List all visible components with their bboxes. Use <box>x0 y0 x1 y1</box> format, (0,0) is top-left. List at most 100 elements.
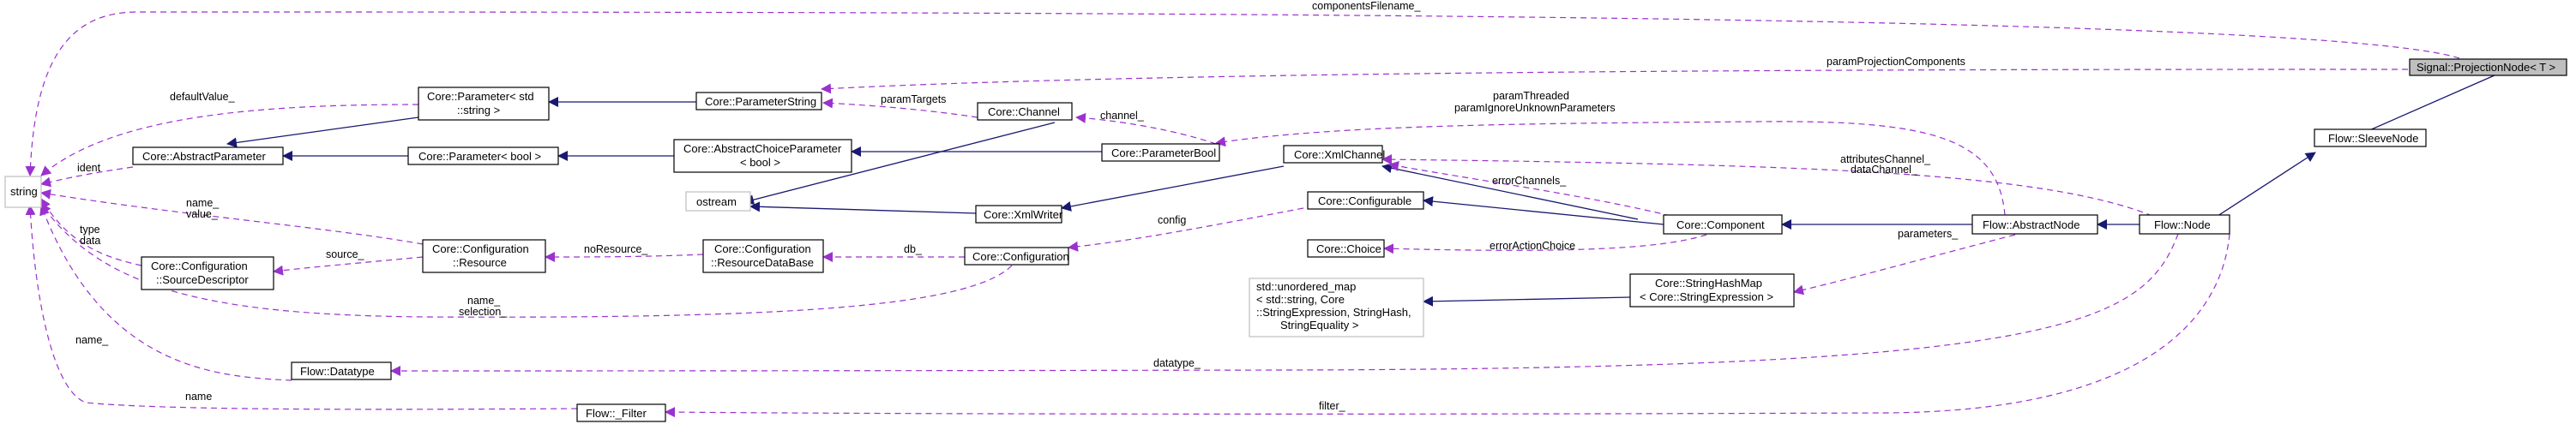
svg-text:::string >: ::string > <box>457 104 500 116</box>
node-string-hash-map[interactable]: Core::StringHashMap < Core::StringExpres… <box>1629 273 1795 308</box>
node-flow-node[interactable]: Flow::Node <box>2139 214 2230 235</box>
label-name-3: name_ <box>75 334 109 346</box>
label-errorchannels: errorChannels_ <box>1492 175 1567 187</box>
svg-text:Signal::ProjectionNode< T >: Signal::ProjectionNode< T > <box>2417 61 2555 74</box>
node-sleeve-node[interactable]: Flow::SleeveNode <box>2314 128 2427 147</box>
label-erroractionchoice: errorActionChoice <box>1490 240 1575 252</box>
edge-labels: componentsFilename_ paramProjectionCompo… <box>75 0 1965 412</box>
node-datatype[interactable]: Flow::Datatype <box>291 361 392 380</box>
svg-text:Core::Configuration: Core::Configuration <box>972 250 1069 263</box>
node-filter[interactable]: Flow::_Filter <box>576 403 666 422</box>
edge-defaultvalue <box>40 104 419 176</box>
svg-text:Flow::AbstractNode: Flow::AbstractNode <box>1983 218 2079 231</box>
edge-component-to-xmlchannel <box>1381 163 1639 220</box>
svg-text:Core::Configuration: Core::Configuration <box>714 242 811 255</box>
node-parameter-std-string[interactable]: Core::Parameter< std ::string > <box>418 87 550 121</box>
svg-text:Core::Channel: Core::Channel <box>988 105 1060 118</box>
edge-parameters <box>1793 234 2016 296</box>
node-abstract-parameter[interactable]: Core::AbstractParameter <box>132 146 284 165</box>
label-db: db_ <box>904 243 923 255</box>
edge-xmlwriter-to-ostream <box>749 201 977 214</box>
edge-name-value <box>40 188 424 245</box>
edge-paramthreaded <box>1215 121 2006 216</box>
node-parameter-bool-template[interactable]: Core::Parameter< bool > <box>407 146 559 165</box>
node-parameter-bool[interactable]: Core::ParameterBool <box>1101 143 1220 162</box>
label-parameters: parameters_ <box>1898 228 1959 240</box>
edge-xmlchannel-to-xmlwriter <box>1061 165 1285 212</box>
label-type: type <box>80 224 100 236</box>
label-datatype: datatype_ <box>1153 357 1201 369</box>
svg-text:::SourceDescriptor: ::SourceDescriptor <box>156 273 249 286</box>
edge-filter <box>665 233 2230 418</box>
node-configuration[interactable]: Core::Configuration <box>964 247 1069 266</box>
label-ident: ident <box>77 162 101 174</box>
edge-channel-to-ostream <box>743 122 1056 206</box>
usage-edges <box>25 11 2460 418</box>
svg-text:::StringExpression, StringHash: ::StringExpression, StringHash, <box>1256 306 1411 319</box>
node-ostream[interactable]: ostream <box>685 191 751 212</box>
edge-name-datatype <box>39 205 292 381</box>
edge-name-filter <box>25 205 578 410</box>
edge-noresource <box>545 251 704 262</box>
edge-sleeve-to-projection <box>2353 71 2503 139</box>
label-value-1: value_ <box>186 208 219 220</box>
edge-component-to-configurable <box>1423 196 1664 225</box>
node-parameter-string[interactable]: Core::ParameterString <box>695 92 822 110</box>
label-paramignore: paramIgnoreUnknownParameters <box>1454 102 1616 114</box>
node-unordered-map[interactable]: std::unordered_map < std::string, Core :… <box>1249 278 1424 337</box>
label-attributeschannel: attributesChannel_ <box>1840 153 1931 165</box>
svg-text:Flow::SleeveNode: Flow::SleeveNode <box>2328 132 2419 145</box>
edge-source <box>273 256 424 276</box>
node-abstract-node[interactable]: Flow::AbstractNode <box>1971 214 2098 235</box>
edge-channel <box>1075 112 1217 145</box>
svg-text:Core::Parameter< bool >: Core::Parameter< bool > <box>418 150 541 163</box>
nodes: Signal::ProjectionNode< T > Flow::Sleeve… <box>4 58 2567 422</box>
svg-text:Core::Configuration: Core::Configuration <box>151 260 248 272</box>
svg-text:Core::ParameterBool: Core::ParameterBool <box>1111 146 1216 159</box>
svg-text:Core::XmlChannel: Core::XmlChannel <box>1294 148 1385 161</box>
edge-stringhashmap-to-unorderedmap <box>1423 296 1631 307</box>
svg-text:Core::Component: Core::Component <box>1676 218 1765 231</box>
label-datachannel: dataChannel_ <box>1851 164 1918 176</box>
svg-text:Core::ParameterString: Core::ParameterString <box>705 95 816 108</box>
node-channel[interactable]: Core::Channel <box>977 102 1073 121</box>
edge-type-data <box>40 198 142 266</box>
node-configurable[interactable]: Core::Configurable <box>1307 191 1424 210</box>
label-source: source_ <box>326 248 365 260</box>
node-resource[interactable]: Core::Configuration ::Resource <box>422 239 546 273</box>
node-xml-channel[interactable]: Core::XmlChannel <box>1283 145 1385 164</box>
label-paramthreaded: paramThreaded <box>1493 90 1569 102</box>
svg-text:Flow::_Filter: Flow::_Filter <box>586 407 647 420</box>
label-paramtargets: paramTargets <box>881 93 946 105</box>
label-channel: channel_ <box>1100 110 1145 122</box>
svg-text:::Resource: ::Resource <box>453 256 507 269</box>
label-name-2: name_ <box>467 295 501 307</box>
node-choice[interactable]: Core::Choice <box>1307 239 1385 258</box>
edge-config <box>1068 207 1304 252</box>
node-component[interactable]: Core::Component <box>1663 214 1783 235</box>
svg-text:< std::string, Core: < std::string, Core <box>1256 293 1345 306</box>
label-name-1: name_ <box>186 197 220 209</box>
svg-text:::ResourceDataBase: ::ResourceDataBase <box>711 256 814 269</box>
label-selection: selection_ <box>459 306 508 318</box>
svg-text:< bool >: < bool > <box>740 156 780 169</box>
svg-text:Core::AbstractChoiceParameter: Core::AbstractChoiceParameter <box>683 142 842 155</box>
label-defaultvalue: defaultValue_ <box>170 91 236 103</box>
label-paramprojectioncomponents: paramProjectionComponents <box>1827 56 1965 68</box>
label-config: config <box>1158 214 1186 226</box>
svg-text:Core::Configuration: Core::Configuration <box>432 242 529 255</box>
node-source-descriptor[interactable]: Core::Configuration ::SourceDescriptor <box>141 256 274 290</box>
svg-text:Flow::Datatype: Flow::Datatype <box>300 365 375 378</box>
edge-ident <box>40 166 134 188</box>
node-xml-writer[interactable]: Core::XmlWriter <box>975 205 1063 224</box>
node-projection-node[interactable]: Signal::ProjectionNode< T > <box>2409 58 2567 76</box>
node-string[interactable]: string <box>4 176 42 208</box>
svg-text:StringEquality >: StringEquality > <box>1280 319 1358 331</box>
edge-componentsfilename <box>25 11 2460 176</box>
edge-erroractionchoice <box>1383 234 1707 254</box>
node-abstract-choice-parameter[interactable]: Core::AbstractChoiceParameter < bool > <box>673 139 852 173</box>
node-resource-database[interactable]: Core::Configuration ::ResourceDataBase <box>702 239 824 273</box>
edge-flownode-to-sleeve <box>2212 152 2316 220</box>
edge-name-selection <box>40 203 1013 318</box>
